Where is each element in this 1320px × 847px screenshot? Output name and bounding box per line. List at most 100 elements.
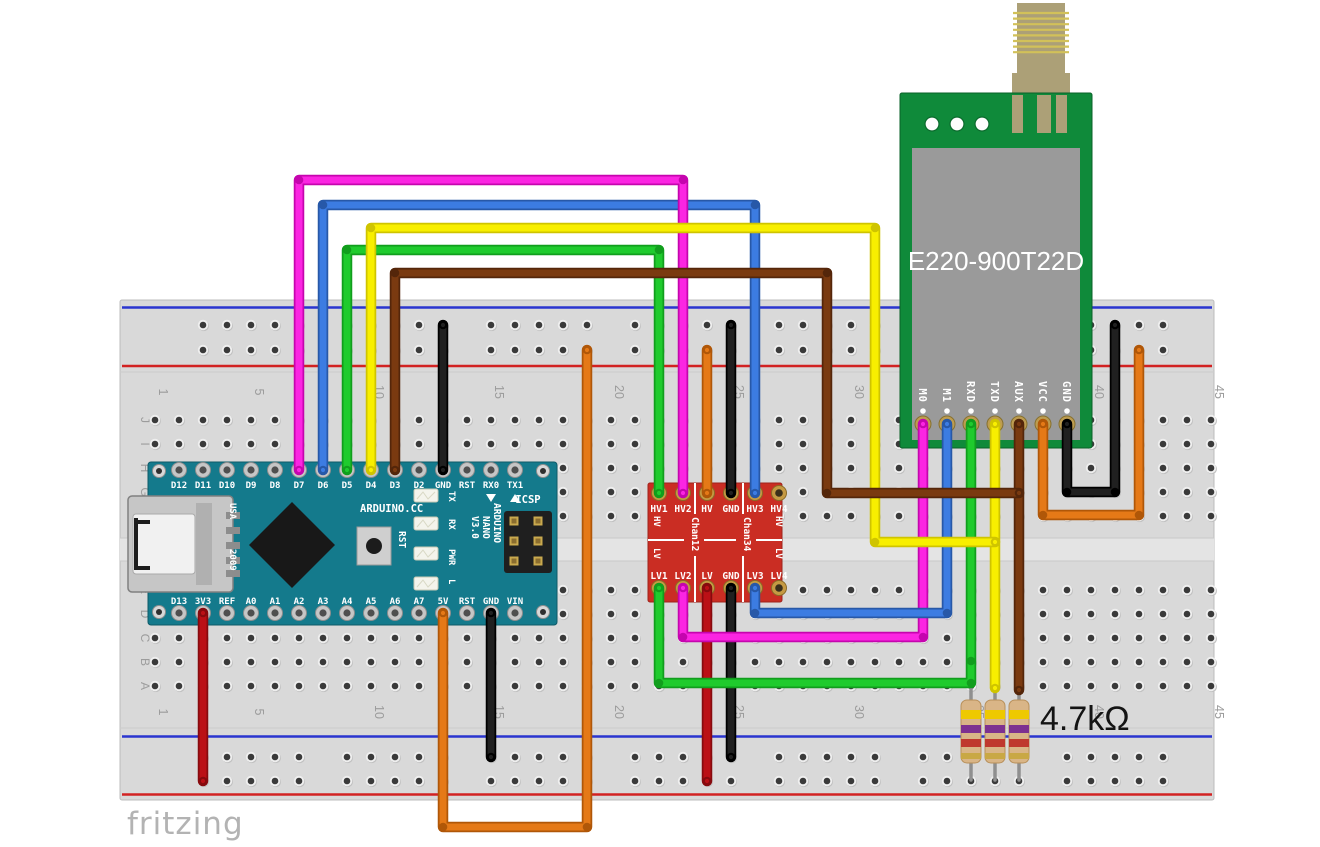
column-number-bottom: 45: [1212, 705, 1226, 719]
rx0-arrow-icon: [486, 494, 496, 502]
rf-shield: [912, 148, 1080, 440]
arduino-pin-label: D4: [366, 481, 377, 491]
hv-side-label: HV: [651, 516, 661, 527]
shifter-pin-label: GND: [722, 571, 739, 582]
resistor-value-label: 4.7kΩ: [1040, 700, 1130, 738]
arduino-pin-label: D9: [246, 481, 257, 491]
board-name-label: NANO: [480, 516, 491, 539]
arduino-pin-label: D12: [171, 481, 187, 491]
arduino-nano-board[interactable]: D12D13D113V3D10REFD9A0D8A1D7A2D6A3D5A4D4…: [127, 461, 558, 626]
shifter-pin-label: LV2: [674, 571, 691, 582]
shifter-pin-label: HV: [701, 504, 713, 515]
resistor-4.7k[interactable]: [984, 686, 1006, 782]
chan12-label: Chan12: [689, 517, 700, 551]
arduino-pin-label: A2: [294, 597, 305, 607]
arduino-pin-label: RX0: [483, 481, 499, 491]
wire-d5-to-hv1[interactable]: [343, 246, 663, 497]
e220-pin-label: RXD: [964, 381, 976, 403]
arduino-pin-label: A0: [246, 597, 257, 607]
column-number-top: 30: [852, 385, 866, 399]
usa-label: USA: [227, 503, 237, 520]
wire-d7-to-hv2-joint: [294, 175, 304, 185]
column-number-bottom: 20: [612, 705, 626, 719]
arduino-pin-label: RST: [459, 597, 476, 607]
wire-d3-to-aux-joint: [390, 268, 400, 278]
tx1-arrow-icon: [510, 494, 520, 502]
wire-lv3-to-m1-joint: [750, 608, 760, 618]
column-number-top: 1: [156, 389, 170, 396]
arduino-pin-label: D7: [294, 481, 305, 491]
level-shifter-pcb[interactable]: [647, 482, 783, 603]
board-brand-vertical-label: ARDUINO: [491, 503, 502, 543]
wire-d4-to-txd-joint: [870, 537, 880, 547]
e220-pin-label: GND: [1060, 381, 1072, 403]
e220-pin-label: M0: [916, 388, 928, 403]
led-label: PWR: [446, 549, 456, 566]
wire-e220-vcc-to-top-rail[interactable]: [1039, 346, 1143, 519]
resistors[interactable]: [960, 686, 1030, 782]
wire-d7-to-hv2[interactable]: [295, 176, 687, 497]
wire-5v-to-top-rail-joint: [582, 822, 592, 832]
lv-side-label: LV: [651, 548, 661, 559]
arduino-pin-label: RST: [459, 481, 476, 491]
column-number-bottom: 5: [252, 709, 266, 716]
e220-pin-label: AUX: [1012, 381, 1024, 403]
arduino-pin-label: TX1: [507, 481, 523, 491]
led-label: RX: [446, 519, 456, 530]
wire-e220-gnd-to-top-rail-joint: [1062, 487, 1072, 497]
row-letter: G: [138, 487, 152, 496]
reset-button[interactable]: [356, 526, 392, 566]
arduino-pin-label: A1: [270, 597, 281, 607]
column-number-bottom: 1: [156, 709, 170, 716]
wire-lv2-to-m0-joint: [918, 632, 928, 642]
year-label: 2009: [227, 549, 237, 571]
arduino-pin-label: A7: [414, 597, 425, 607]
wire-d6-to-hv3[interactable]: [319, 201, 759, 497]
module-title: E220-900T22D: [908, 246, 1084, 276]
arduino-pin-label: D2: [414, 481, 425, 491]
shifter-pin-label: LV1: [650, 571, 667, 582]
wire-lv3-to-m1[interactable]: [751, 420, 951, 617]
reset-label: RST: [396, 531, 407, 548]
shifter-pin-label: HV4: [770, 504, 787, 515]
wire-lv1-to-rxd-joint: [966, 656, 976, 666]
mcu-chip: [249, 502, 335, 588]
led-label: TX: [446, 491, 456, 502]
chan34-label: Chan34: [741, 517, 752, 552]
column-number-bottom: 30: [852, 705, 866, 719]
shifter-pin-label: LV: [701, 571, 713, 582]
wire-d5-to-hv1-joint: [654, 245, 664, 255]
wire-d3-to-aux-joint: [822, 268, 832, 278]
column-number-top: 15: [492, 385, 506, 399]
column-number-top: 5: [252, 389, 266, 396]
row-letter: A: [138, 682, 152, 690]
shifter-pin-label: GND: [722, 504, 739, 515]
column-number-bottom: 40: [1092, 705, 1106, 719]
row-letter: B: [138, 658, 152, 666]
wire-5v-to-top-rail-joint: [438, 822, 448, 832]
column-number-top: 20: [612, 385, 626, 399]
wire-d4-to-txd-joint: [366, 223, 376, 233]
e220-pin-label: VCC: [1036, 381, 1048, 403]
wire-d4-to-txd-joint: [870, 223, 880, 233]
arduino-pin-label: GND: [483, 597, 500, 607]
arduino-pin-label: GND: [435, 481, 452, 491]
resistor-4.7k[interactable]: [960, 686, 982, 782]
row-letter: C: [138, 634, 152, 643]
wire-lv1-to-rxd-joint: [966, 678, 976, 688]
row-letter: H: [138, 464, 152, 473]
wire-lv2-to-m0[interactable]: [679, 420, 927, 641]
arduino-pin-label: A5: [366, 597, 377, 607]
led-label: L: [446, 579, 456, 585]
arduino-pin-label: 5V: [438, 597, 449, 607]
arduino-pin-label: VIN: [507, 597, 523, 607]
fritzing-watermark: fritzing: [127, 806, 244, 842]
wire-e220-gnd-to-top-rail[interactable]: [1063, 321, 1119, 496]
resistor-4.7k[interactable]: [1008, 686, 1030, 782]
wire-5v-to-top-rail[interactable]: [439, 346, 591, 831]
wire-d5-to-hv1-joint: [342, 245, 352, 255]
arduino-pin-label: 3V3: [195, 597, 211, 607]
arduino-pin-label: D5: [342, 481, 353, 491]
level-shifter-board[interactable]: HV1LV1HV2LV2HVLVGNDGNDHV3LV3HV4LV4HVLVHV…: [647, 482, 788, 603]
